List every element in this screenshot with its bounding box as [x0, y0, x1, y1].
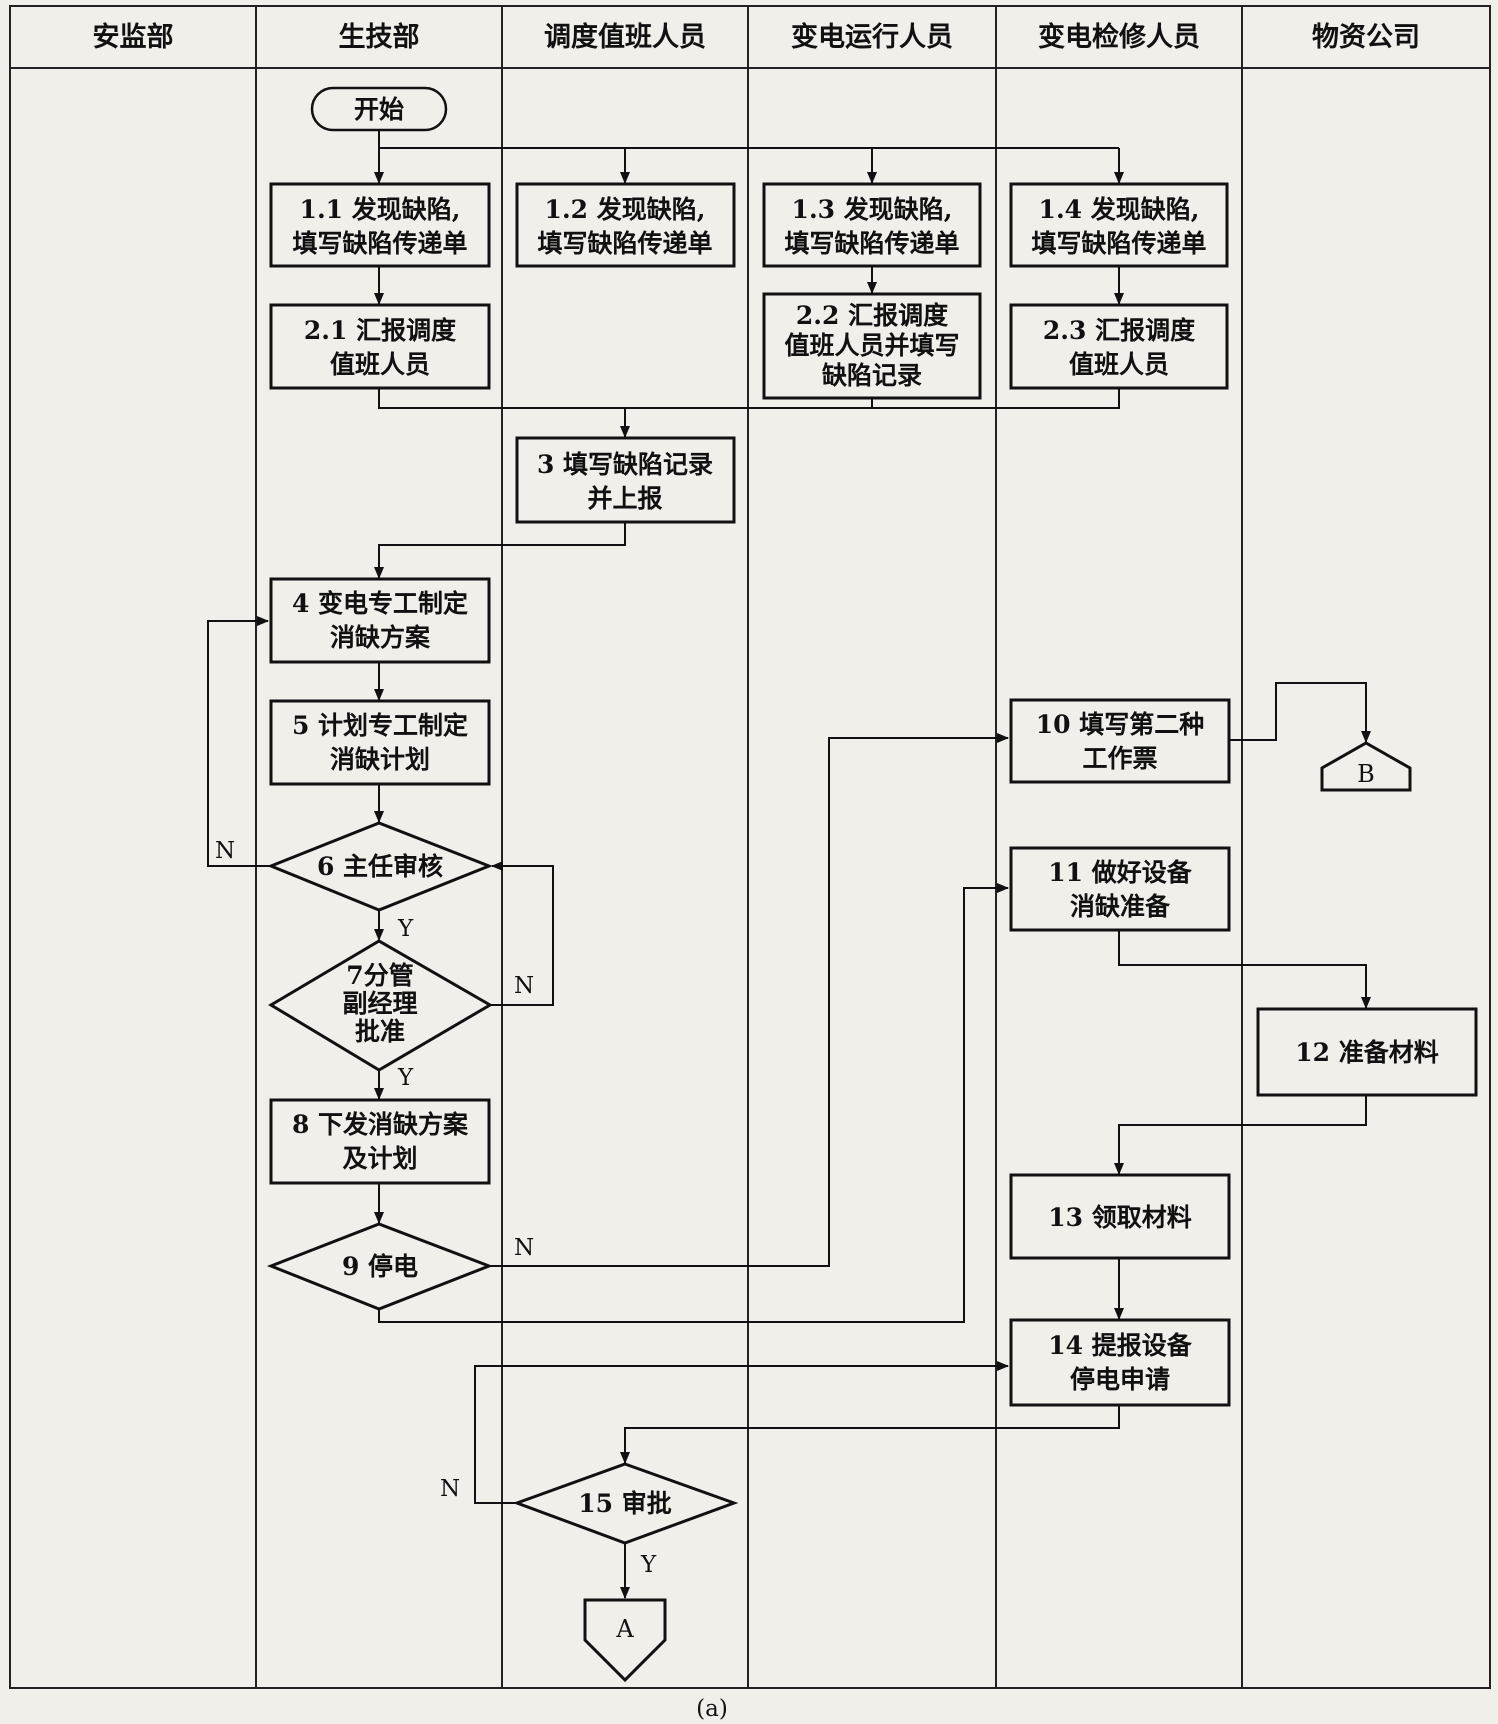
text-5a: 5 计划专工制定	[292, 711, 468, 740]
text-1-2a: 1.2 发现缺陷,	[545, 195, 706, 224]
lane-header-operation: 变电运行人员	[791, 21, 953, 53]
text-4a: 4 变电专工制定	[292, 589, 468, 618]
offpage-connectors	[583, 741, 1412, 1683]
text-2-2b: 值班人员并填写	[784, 331, 959, 360]
box-2-2	[762, 292, 982, 400]
text-14a: 14 提报设备	[1048, 1331, 1192, 1360]
text-11b: 消缺准备	[1070, 892, 1171, 921]
label-y-15: Y	[640, 1552, 657, 1578]
box-14	[1009, 1318, 1231, 1407]
box-8	[269, 1098, 491, 1185]
text-1-1a: 1.1 发现缺陷,	[300, 195, 461, 224]
text-7a: 7分管	[346, 961, 413, 990]
text-1-4a: 1.4 发现缺陷,	[1039, 195, 1200, 224]
label-n-15: N	[440, 1476, 460, 1502]
label-n-9: N	[514, 1235, 534, 1261]
text-1-1b: 填写缺陷传递单	[292, 229, 467, 258]
text-2-3b: 值班人员	[1069, 350, 1169, 379]
text-10b: 工作票	[1082, 744, 1157, 773]
box-1-2	[515, 182, 736, 268]
box-texts: 1.1 发现缺陷, 填写缺陷传递单 1.2 发现缺陷, 填写缺陷传递单 1.3 …	[292, 195, 1439, 1643]
box-12	[1256, 1007, 1478, 1097]
text-2-2a: 2.2 汇报调度	[796, 301, 948, 330]
text-2-1b: 值班人员	[330, 350, 430, 379]
process-boxes	[269, 182, 1478, 1407]
text-11a: 11 做好设备	[1048, 858, 1192, 887]
connector-b	[1320, 741, 1412, 792]
text-3b: 并上报	[587, 484, 662, 513]
text-2-3a: 2.3 汇报调度	[1043, 316, 1195, 345]
text-15: 15 审批	[578, 1489, 672, 1518]
text-1-3b: 填写缺陷传递单	[784, 229, 959, 258]
label-n-7: N	[514, 973, 534, 999]
lane-headers: 安监部 生技部 调度值班人员 变电运行人员 变电检修人员 物资公司	[93, 21, 1421, 53]
lane-header-maintenance: 变电检修人员	[1038, 21, 1200, 53]
start-node: 开始	[310, 86, 448, 132]
box-1-3	[762, 182, 982, 268]
label-y-7: Y	[397, 1065, 414, 1091]
label-y-6: Y	[397, 916, 414, 942]
text-1-4b: 填写缺陷传递单	[1031, 229, 1206, 258]
text-2-1a: 2.1 汇报调度	[304, 316, 456, 345]
swimlane-grid	[9, 5, 1491, 1689]
box-11	[1009, 846, 1231, 932]
text-7c: 批准	[355, 1017, 405, 1046]
box-10	[1009, 698, 1231, 784]
lane-header-materials: 物资公司	[1312, 22, 1420, 53]
text-4b: 消缺方案	[330, 623, 431, 652]
text-1-3a: 1.3 发现缺陷,	[792, 195, 953, 224]
decision-diamonds	[266, 821, 739, 1545]
svg-text:开始: 开始	[354, 95, 404, 124]
text-8a: 8 下发消缺方案	[292, 1110, 469, 1139]
box-3	[515, 436, 736, 524]
lane-header-safety: 安监部	[93, 21, 174, 53]
text-8b: 及计划	[342, 1144, 417, 1173]
box-2-3	[1009, 303, 1229, 390]
box-1-4	[1009, 182, 1229, 268]
box-4	[269, 577, 491, 664]
text-10a: 10 填写第二种	[1036, 710, 1205, 739]
label-n-6: N	[215, 838, 235, 864]
text-connector-a: A	[615, 1615, 634, 1643]
text-2-2c: 缺陷记录	[822, 361, 922, 390]
box-2-1	[269, 303, 491, 390]
lane-header-production: 生技部	[339, 21, 420, 53]
text-1-2b: 填写缺陷传递单	[537, 229, 712, 258]
text-connector-b: B	[1357, 760, 1375, 788]
lane-header-dispatch: 调度值班人员	[544, 21, 706, 53]
text-5b: 消缺计划	[330, 745, 430, 774]
text-6: 6 主任审核	[317, 852, 443, 881]
decision-labels: N Y N Y N N Y	[215, 838, 657, 1578]
text-9: 9 停电	[342, 1252, 418, 1281]
figure-caption: (a)	[696, 1696, 728, 1722]
diamond-6	[266, 821, 494, 912]
text-13: 13 领取材料	[1048, 1203, 1192, 1232]
diamond-9	[266, 1222, 494, 1311]
text-12: 12 准备材料	[1295, 1038, 1439, 1067]
connectors	[207, 130, 1371, 1599]
box-13	[1009, 1173, 1231, 1260]
text-7b: 副经理	[342, 989, 417, 1018]
diamond-15	[512, 1462, 739, 1545]
box-5	[269, 699, 491, 786]
text-3a: 3 填写缺陷记录	[537, 450, 713, 479]
connector-a	[583, 1598, 667, 1683]
diamond-7	[268, 939, 493, 1072]
text-14b: 停电申请	[1070, 1365, 1170, 1394]
box-1-1	[269, 182, 491, 268]
